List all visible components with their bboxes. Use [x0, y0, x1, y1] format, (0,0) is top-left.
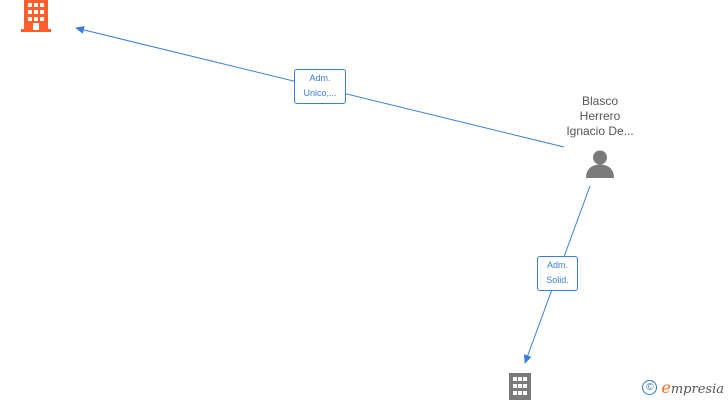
person-name-line: Herrero [579, 109, 621, 123]
person-name-line: Blasco [581, 94, 619, 108]
edge-label-adm-solid[interactable]: Adm. Solid. [537, 256, 578, 291]
copyright-icon: © [642, 380, 658, 395]
edge-label-line: Adm. [309, 73, 331, 83]
company-node-top[interactable] [19, 0, 53, 32]
watermark: © empresia [642, 378, 724, 397]
edge-label-adm-unico[interactable]: Adm. Unico,... [294, 69, 346, 104]
person-icon [586, 150, 614, 178]
edge-label-line: Unico,... [303, 88, 337, 98]
brand-logo: empresia [661, 378, 724, 397]
person-name-line: Ignacio De... [566, 124, 634, 138]
building-icon [509, 373, 531, 400]
company-node-bottom[interactable] [506, 373, 534, 400]
building-icon [21, 0, 51, 32]
person-node[interactable] [585, 149, 615, 179]
edge-label-line: Adm. [546, 260, 568, 270]
edge-label-line: Solid. [546, 275, 569, 285]
person-name[interactable]: Blasco Herrero Ignacio De... [540, 94, 660, 139]
